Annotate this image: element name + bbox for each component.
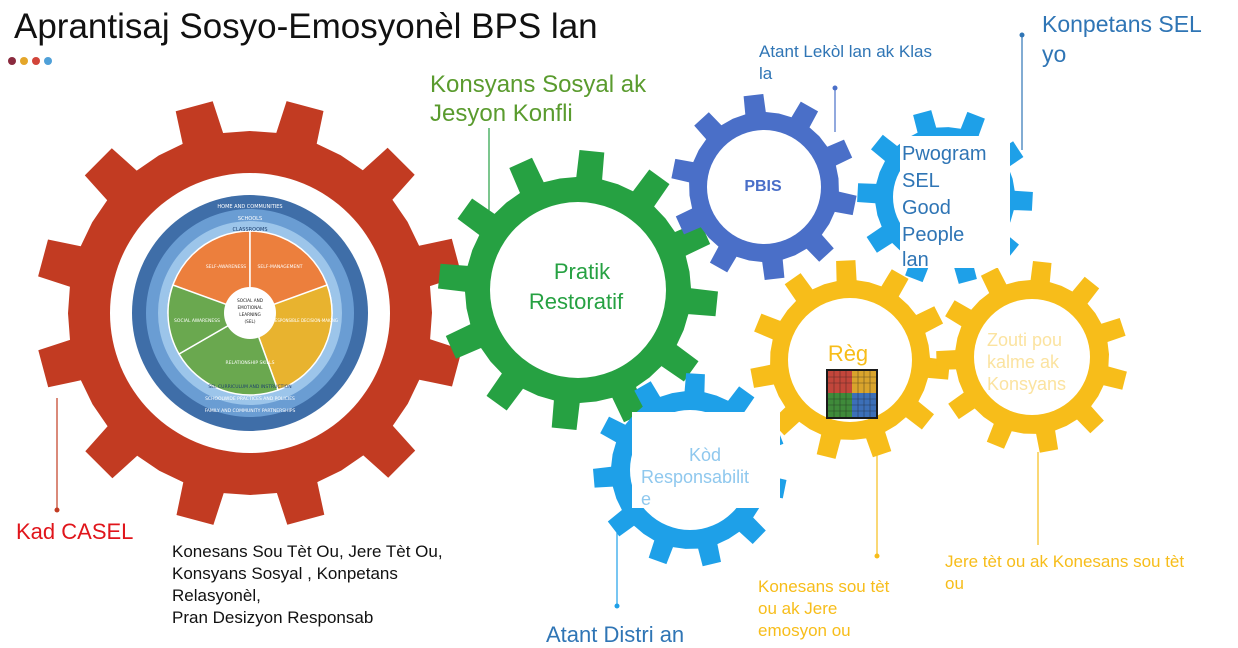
sector-label: SELF-AWARENESS xyxy=(206,264,246,270)
pwogram-label: Good xyxy=(902,197,951,219)
zouti-label: Konsyans xyxy=(987,374,1066,394)
reg-label: Règ xyxy=(828,341,868,366)
connector-dot xyxy=(874,553,880,559)
pbis-gear xyxy=(671,94,857,280)
pwogram-label: SEL xyxy=(902,170,940,192)
zouti-gear xyxy=(936,261,1127,453)
sector-label: RESPONSIBLE DECISION-MAKING xyxy=(272,318,338,323)
pwogram-box xyxy=(900,136,1010,268)
page-title: Aprantisaj Sosyo-Emosyonèl BPS lan xyxy=(14,7,598,46)
sector-social-awareness xyxy=(167,284,252,356)
sector-label: RELATIONSHIP SKILLS xyxy=(225,360,274,366)
pratik-label: Pratik xyxy=(554,259,611,284)
kad-casel-label: Kad CASEL xyxy=(16,519,134,544)
center-label: LEARNING xyxy=(239,312,261,317)
dot-icon xyxy=(8,57,16,65)
dot-icon xyxy=(32,57,40,65)
kod-label: Responsabilit xyxy=(641,467,749,487)
center-label: SOCIAL AND xyxy=(237,298,263,303)
casel-description: Konesans Sou Tèt Ou, Jere Tèt Ou,Konsyan… xyxy=(172,542,443,627)
ring-label: HOME AND COMMUNITIES xyxy=(217,204,282,210)
center-label: (SEL) xyxy=(245,319,256,324)
casel-center xyxy=(224,287,276,339)
connector-dot xyxy=(614,603,620,609)
reg-gear xyxy=(750,260,950,459)
pbis-label: PBIS xyxy=(744,178,782,195)
kod-label: Kòd xyxy=(689,445,721,465)
pratik-gear xyxy=(438,150,718,430)
connector-dot xyxy=(832,85,838,91)
sector-label: SELF-MANAGEMENT xyxy=(258,264,303,270)
connector-dot xyxy=(54,507,60,513)
dot-icon xyxy=(44,57,52,65)
dot-icon xyxy=(20,57,28,65)
zouti-gear-hole xyxy=(974,299,1090,415)
kod-box xyxy=(632,412,780,508)
pwogram-label: People xyxy=(902,224,964,246)
casel-wheel: HOME AND COMMUNITIES SCHOOLS CLASSROOMS … xyxy=(125,188,375,438)
zouti-label: Zouti pou xyxy=(987,330,1062,350)
pratik-gear-hole xyxy=(490,202,666,378)
pratik-label: Restoratif xyxy=(529,289,624,314)
reg-gear-hole xyxy=(788,298,912,422)
color-grid-icon xyxy=(826,369,878,419)
ring-label: SCHOOLWIDE PRACTICES AND POLICIES xyxy=(205,396,295,402)
connector-dot xyxy=(1019,32,1025,38)
atant-distri-label: Atant Distri an xyxy=(546,622,685,647)
ring-label: FAMILY AND COMMUNITY PARTNERSHIPS xyxy=(205,408,296,414)
zouti-label: kalme ak xyxy=(987,352,1060,372)
pbis-gear-hole xyxy=(707,130,821,244)
pwogram-label: lan xyxy=(902,249,929,271)
ring-label: SEL CURRICULUM AND INSTRUCTION xyxy=(208,384,291,390)
sector-label: SOCIAL AWARENESS xyxy=(174,318,220,324)
ring-label: CLASSROOMS xyxy=(233,227,268,233)
ring-label: SCHOOLS xyxy=(238,216,262,222)
pwogram-label: Pwogram xyxy=(902,143,986,165)
kod-label: e xyxy=(641,489,651,509)
center-label: EMOTIONAL xyxy=(238,305,264,310)
